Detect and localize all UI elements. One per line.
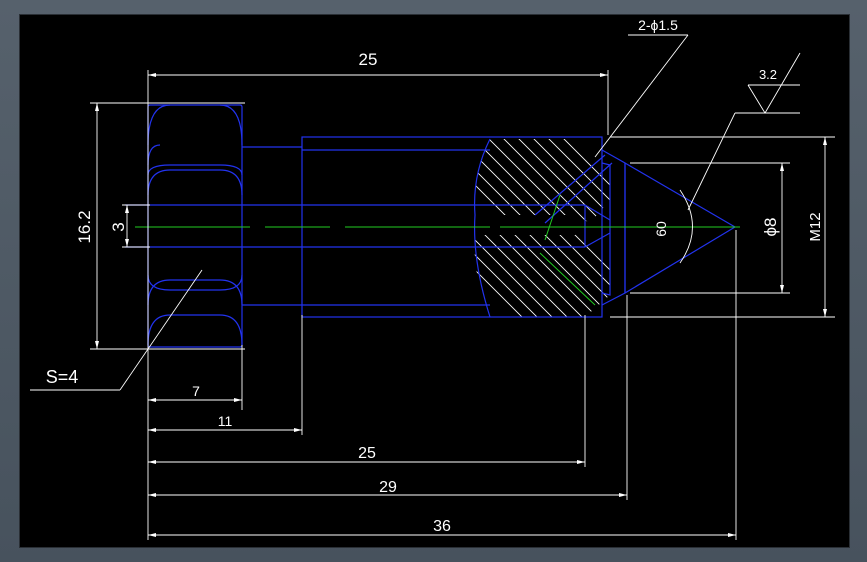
dim-len-25: 25	[358, 445, 376, 462]
hex-head	[147, 104, 243, 348]
center-line	[135, 194, 740, 306]
dim-hex-height: 16.2	[75, 210, 94, 243]
dim-cone-angle: 60	[653, 221, 669, 237]
nozzle-drawing: 25 2-ϕ1.5 3.2 16.2 3 S=4 7 11 25 29 36 6…	[30, 17, 835, 540]
dim-len-36: 36	[433, 518, 451, 535]
dim-across-flats: S=4	[46, 367, 79, 387]
dim-roughness: 3.2	[759, 67, 777, 82]
dim-thread: M12	[807, 212, 824, 241]
dim-tip-dia: ϕ8	[761, 218, 780, 237]
part-outline	[125, 104, 736, 348]
dim-top-25: 25	[359, 50, 378, 69]
dimension-text: 25 2-ϕ1.5 3.2 16.2 3 S=4 7 11 25 29 36 6…	[46, 17, 824, 535]
dim-len-11: 11	[218, 413, 233, 429]
dimension-lines	[30, 34, 835, 540]
dim-len-29: 29	[379, 479, 397, 496]
cad-drawing-canvas[interactable]: 25 2-ϕ1.5 3.2 16.2 3 S=4 7 11 25 29 36 6…	[19, 14, 850, 548]
dim-hole-note: 2-ϕ1.5	[638, 17, 678, 33]
dim-bore-dia: 3	[109, 222, 128, 231]
dim-len-7: 7	[192, 383, 200, 399]
arrowheads	[95, 73, 827, 537]
